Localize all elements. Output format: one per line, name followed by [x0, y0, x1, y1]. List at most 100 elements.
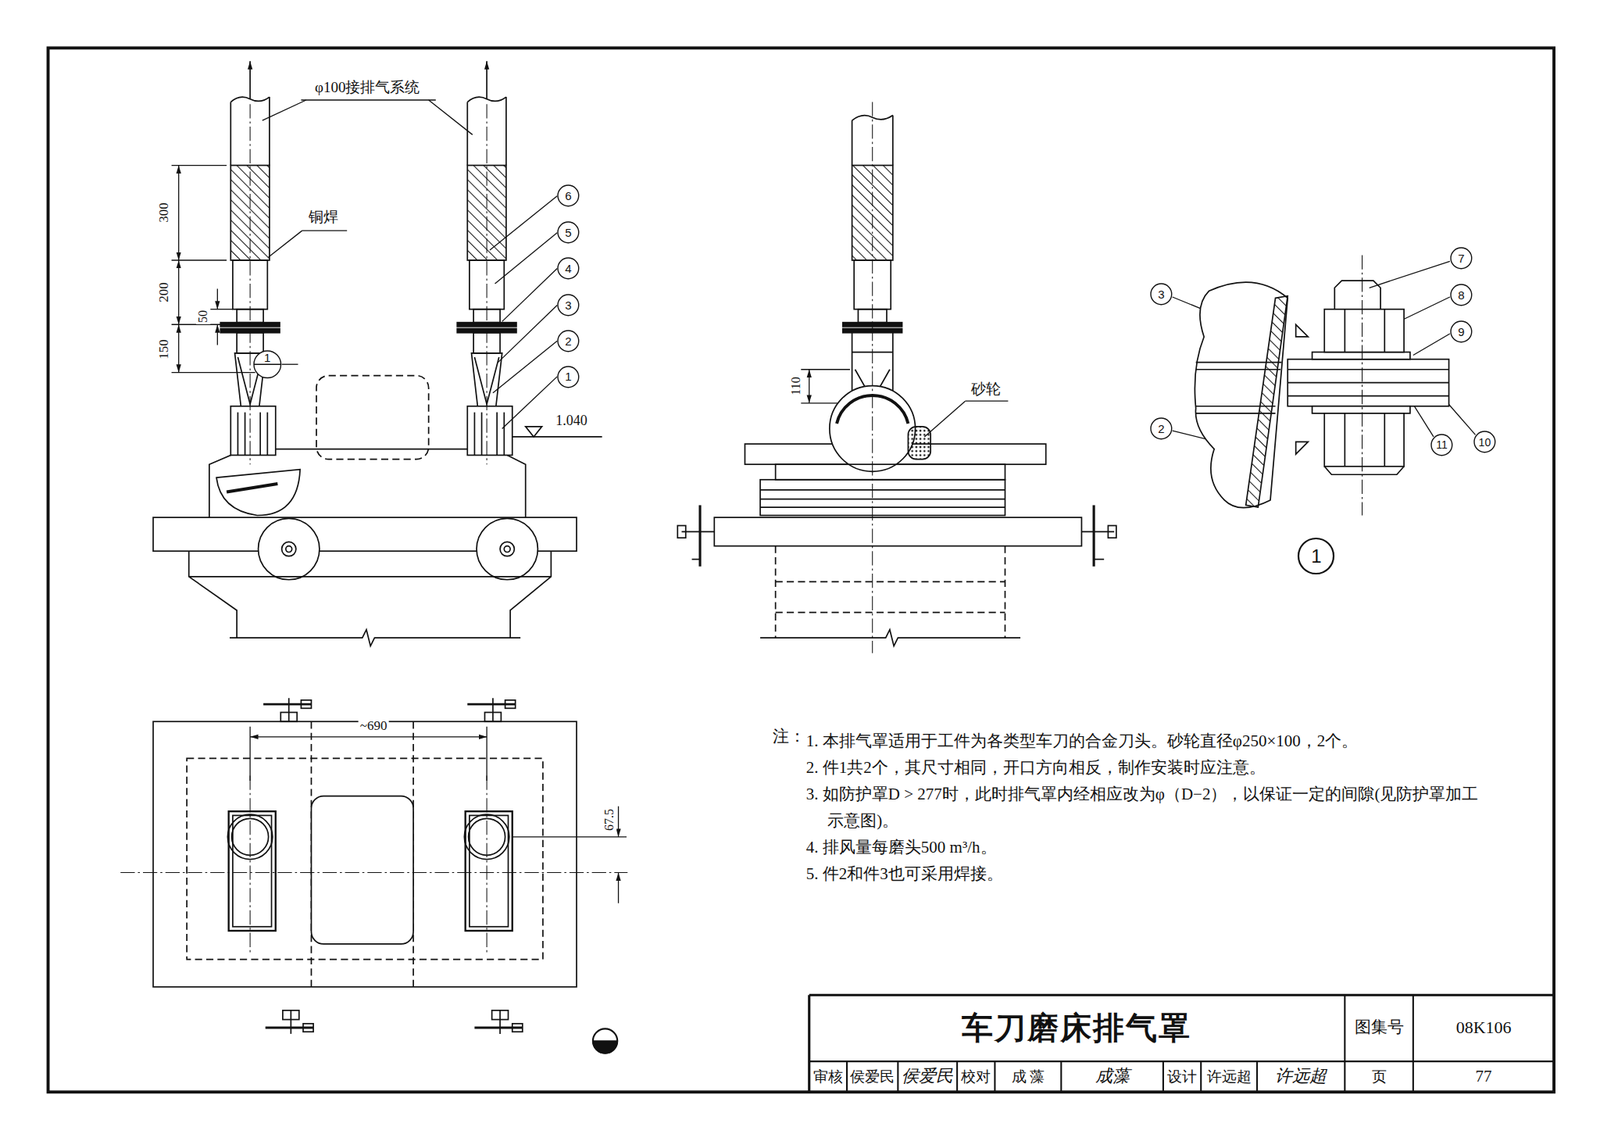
callout-circle	[557, 257, 579, 279]
grinder-plan-view	[186, 757, 543, 959]
note-text: 1. 本排气罩适用于工件为各类型车刀的合金刀头。砂轮直径φ250×100，2个。	[806, 727, 1481, 754]
leader-lines	[302, 229, 347, 231]
exhaust-pipe	[230, 406, 275, 456]
grinder-front-view	[258, 517, 320, 579]
callout-text: 10	[1473, 430, 1497, 454]
dimension-text: 150	[157, 337, 172, 361]
title-block	[956, 1060, 958, 1092]
grinder-side-view	[851, 120, 854, 165]
dimension-lines	[217, 324, 218, 345]
dimension-lines	[617, 806, 619, 837]
grinder-plan-view	[120, 697, 628, 1034]
exhaust-pipe	[229, 102, 232, 166]
title-block	[807, 994, 811, 1092]
grinder-front-view	[209, 449, 526, 518]
leader-lines	[502, 376, 558, 429]
callout-number: 9	[1450, 320, 1473, 343]
callout-circle	[1298, 538, 1334, 574]
signature: 许远超	[1275, 1066, 1327, 1086]
grinder-front-view	[189, 550, 552, 638]
callout-number: 2	[557, 329, 580, 353]
title-block	[1343, 994, 1346, 1092]
signature: 侯爱民	[901, 1066, 954, 1086]
grinder-plan-view	[467, 697, 515, 722]
title-block-cell: 许远超	[1207, 1068, 1252, 1086]
grinder-plan-view	[228, 810, 276, 931]
grinder-front-view	[510, 435, 603, 438]
drawing-title: 车刀磨床排气罩	[961, 1010, 1192, 1045]
exhaust-pipe	[230, 96, 270, 103]
grinder-side-view	[1093, 558, 1104, 561]
annotation-label: φ100接排气系统	[313, 79, 422, 97]
note-text: 3. 如防护罩D > 277时，此时排气罩内经相应改为φ（D−2），以保证一定的…	[806, 780, 1481, 834]
exhaust-pipe	[457, 60, 517, 465]
bolt-detail	[1324, 466, 1404, 475]
exhaust-pipe	[250, 103, 251, 465]
title-block-cell: 页	[1371, 1068, 1387, 1086]
grinder-side-view	[677, 102, 1117, 654]
grinder-front-view	[503, 546, 511, 553]
callout-text: 4	[557, 257, 580, 280]
bolt-detail	[1312, 352, 1411, 360]
grinder-front-view	[476, 517, 538, 579]
bolt-detail	[1383, 309, 1386, 353]
grinder-plan-view	[120, 871, 628, 873]
callout-text: 2	[557, 329, 580, 353]
leader-lines	[495, 232, 558, 284]
grinder-side-view	[1092, 504, 1096, 566]
exhaust-pipe	[244, 412, 247, 456]
grinder-front-view	[525, 426, 543, 437]
bolt-detail	[1312, 406, 1411, 414]
grinder-side-view	[892, 115, 894, 166]
dimension-text: 300	[157, 200, 172, 225]
callout-text: 7	[1450, 246, 1473, 270]
grinder-plan-view	[153, 721, 577, 987]
callout-circle	[253, 350, 282, 379]
exhaust-pipe	[249, 60, 251, 99]
dimension-lines	[171, 164, 228, 166]
grinder-plan-view	[464, 810, 512, 931]
exhaust-pipe	[220, 60, 280, 465]
grinder-front-view	[500, 541, 515, 556]
callout-text: 1	[253, 350, 283, 365]
title-block	[809, 993, 1554, 997]
leader-lines	[497, 304, 558, 362]
bolt-detail	[1361, 254, 1363, 515]
grinder-plan-view	[474, 1010, 522, 1034]
callout-number: 5	[557, 221, 580, 244]
dimension-lines	[178, 165, 179, 261]
dimension-lines	[800, 368, 850, 370]
title-block	[993, 1060, 996, 1092]
title-block	[1256, 1060, 1258, 1092]
grinder-front-view	[282, 541, 297, 556]
annotation-label: 砂轮	[969, 380, 1003, 397]
callout-text: 8	[1450, 283, 1473, 307]
title-block	[896, 1060, 899, 1092]
dimension-lines	[171, 165, 850, 904]
dimension-lines	[178, 324, 179, 372]
callout-text: 5	[557, 221, 580, 244]
section-mark: 1	[253, 350, 283, 379]
dimension-lines	[485, 726, 487, 781]
leader-lines	[489, 196, 558, 250]
title-block-cell: 侯爱民	[850, 1068, 895, 1086]
bolt-detail	[1324, 309, 1404, 353]
callout-number: 3	[1150, 282, 1173, 306]
bolt-detail	[1344, 413, 1347, 467]
grinder-side-view	[692, 558, 700, 561]
title-block	[1060, 1060, 1062, 1092]
title-block	[1200, 1060, 1202, 1092]
callout-circle	[557, 185, 579, 207]
sheet-frame	[48, 47, 1555, 1092]
leader-lines	[1369, 260, 1450, 288]
grinder-plan-view	[288, 697, 290, 722]
grinder-side-view	[775, 546, 1006, 639]
technical-drawing	[48, 47, 1555, 1092]
dimension-lines	[510, 835, 627, 837]
grinder-front-view	[153, 375, 603, 647]
grinder-side-view	[907, 426, 931, 460]
title-block-cell: 77	[1475, 1067, 1493, 1086]
exhaust-pipe	[259, 412, 261, 456]
dimension-lines	[808, 369, 810, 404]
